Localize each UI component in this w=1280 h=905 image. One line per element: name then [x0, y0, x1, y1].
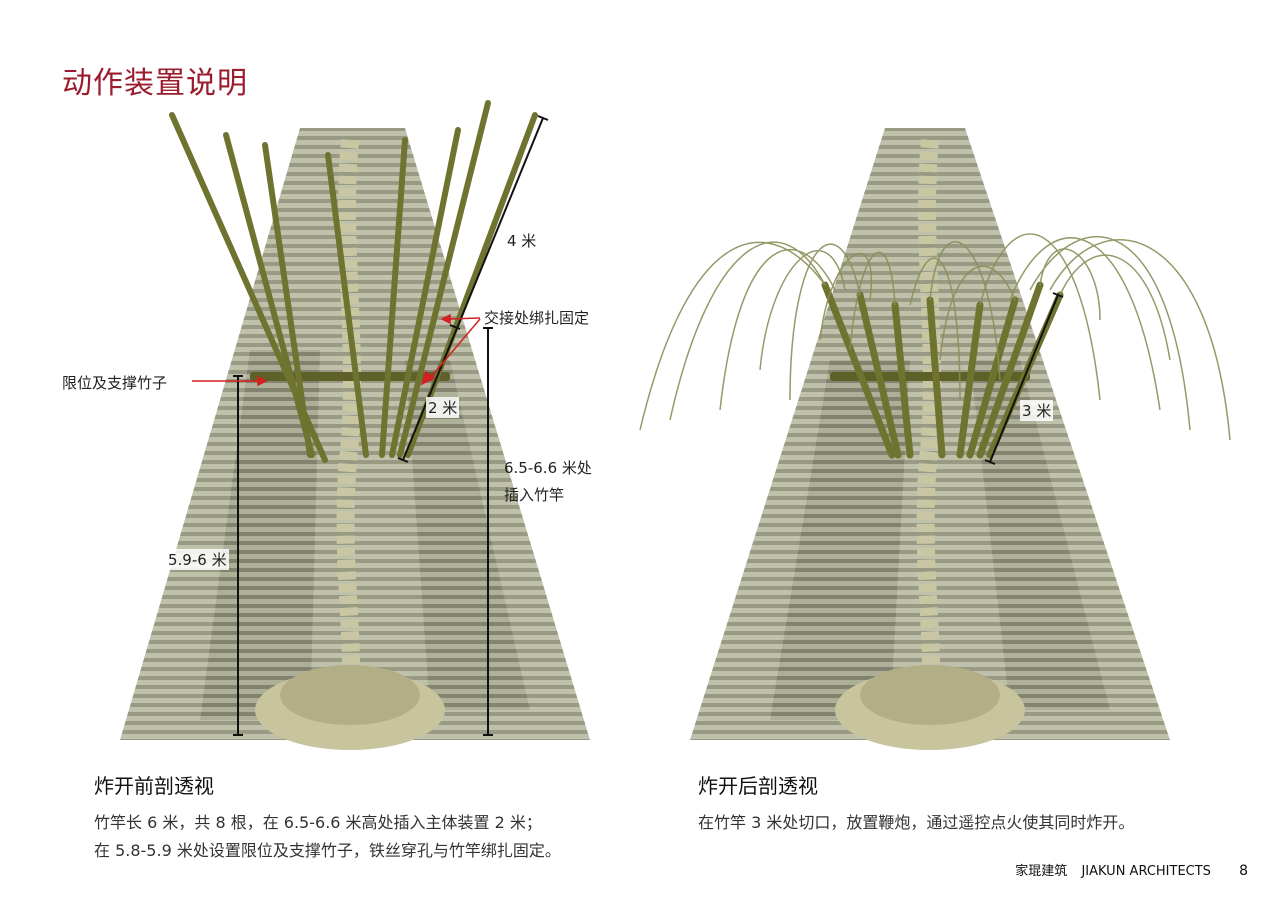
figure-before-explosion: 4 米 交接处绑扎固定 限位及支撑竹子 2 米 6.5-6.6 米处 插入竹竿 …	[10, 100, 630, 760]
caption-before-line2: 在 5.8-5.9 米处设置限位及支撑竹子，铁丝穿孔与竹竿绑扎固定。	[94, 841, 561, 860]
firm-name-en: JIAKUN ARCHITECTS	[1081, 864, 1211, 879]
section-perspective-before-illustration	[120, 100, 590, 750]
page-footer: 家琨建筑 JIAKUN ARCHITECTS 8	[1015, 860, 1248, 879]
caption-before-heading: 炸开前剖透视	[94, 774, 214, 798]
label-top-length: 4 米	[507, 232, 537, 250]
label-joint-binding: 交接处绑扎固定	[484, 309, 590, 327]
page-title: 动作装置说明	[62, 66, 248, 101]
caption-after-line1: 在竹竿 3 米处切口，放置鞭炮，通过遥控点火使其同时炸开。	[698, 813, 1135, 832]
figure-after-explosion: 3 米	[630, 100, 1250, 760]
label-limit-support-bamboo: 限位及支撑竹子	[62, 374, 168, 392]
label-insert-height-line2: 插入竹竿	[504, 486, 565, 504]
caption-after: 炸开后剖透视 在竹竿 3 米处切口，放置鞭炮，通过遥控点火使其同时炸开。	[698, 770, 1134, 837]
section-perspective-after-illustration	[639, 128, 1231, 750]
label-insert-depth: 2 米	[426, 397, 460, 418]
caption-before: 炸开前剖透视 竹竿长 6 米，共 8 根，在 6.5-6.6 米高处插入主体装置…	[94, 770, 561, 865]
caption-after-heading: 炸开后剖透视	[698, 774, 818, 798]
caption-before-line1: 竹竿长 6 米，共 8 根，在 6.5-6.6 米高处插入主体装置 2 米；	[94, 813, 542, 832]
label-insert-height: 6.5-6.6 米处	[504, 459, 592, 477]
label-cut-length: 3 米	[1020, 400, 1054, 421]
label-support-height: 5.9-6 米	[166, 549, 229, 570]
page-number: 8	[1239, 863, 1248, 879]
firm-name-cn: 家琨建筑	[1015, 864, 1068, 879]
